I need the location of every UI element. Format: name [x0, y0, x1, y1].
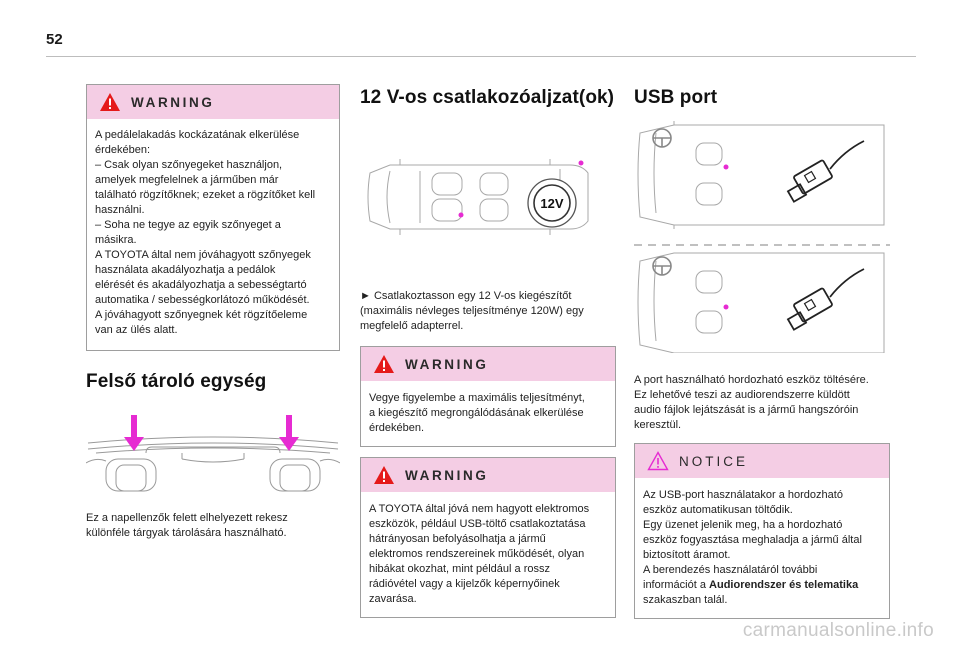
text-line: ► Csatlakoztasson egy 12 V-os kiegészítő… — [360, 290, 572, 302]
warning-triangle-icon — [100, 93, 120, 111]
location-dot-icon — [723, 164, 729, 170]
text-line: eszközök, például USB-töltő csatlakoztat… — [369, 518, 586, 530]
column-middle: 12 V-os csatlakozóaljzat(ok) 12V ► Csatl… — [360, 84, 616, 618]
socket-12v-label: 12V — [540, 196, 563, 211]
text-line: hibákat okozhat, mint például a rossz — [369, 563, 550, 575]
text-line: A port használható hordozható eszköz töl… — [634, 374, 869, 386]
text-line: másikra. — [95, 234, 137, 246]
warning-triangle-icon — [374, 466, 394, 484]
text-line: Az USB-port használatakor a hordozható — [643, 489, 843, 501]
top-rule — [46, 56, 916, 57]
arrow-icon — [124, 415, 299, 451]
text-line: van az ülés alatt. — [95, 324, 178, 336]
text-line: rádióvétel vagy a kijelzők képernyőinek — [369, 578, 560, 590]
usb-plug-icon — [786, 140, 865, 203]
text-line: elérését és akadályozhatja a sebességtar… — [95, 279, 307, 291]
steering-wheel-icon — [652, 256, 672, 276]
warning-body: A pedálelakadás kockázatának elkerülése … — [87, 119, 339, 350]
text-line: Ez a napellenzők felett elhelyezett reke… — [86, 512, 288, 524]
text-fragment: információt a — [643, 579, 710, 591]
usb-description: A port használható hordozható eszköz töl… — [634, 373, 890, 433]
warning-box-power: WARNING Vegye figyelembe a maximális tel… — [360, 346, 616, 447]
warning-box-mats: WARNING A pedálelakadás kockázatának elk… — [86, 84, 340, 351]
text-line: amelyek megfelelnek a járműben már — [95, 174, 279, 186]
text-line: Egy üzenet jelenik meg, ha a hordozható — [643, 519, 843, 531]
text-line: A jóváhagyott szőnyegnek két rögzítőelem… — [95, 309, 308, 321]
column-left: WARNING A pedálelakadás kockázatának elk… — [86, 84, 340, 541]
text-line: eszköz fogyasztása meghaladja a jármű ál… — [643, 534, 862, 546]
socket-location-illustration: 12V — [367, 159, 589, 235]
warning-header: WARNING — [87, 85, 339, 119]
steering-wheel-icon — [652, 128, 672, 148]
text-line: Vegye figyelembe a maximális teljesítmén… — [369, 392, 585, 404]
notice-triangle-icon — [647, 451, 669, 471]
text-line: A berendezés használatáról további — [643, 564, 818, 576]
text-line: információt a Audiorendszer és telematik… — [643, 578, 881, 593]
notice-title: NOTICE — [679, 453, 749, 469]
storage-description: Ez a napellenzők felett elhelyezett reke… — [86, 511, 340, 541]
notice-body: Az USB-port használatakor a hordozható e… — [635, 478, 889, 618]
section-reference: Audiorendszer és telematika — [709, 579, 859, 591]
warning-body: Vegye figyelembe a maximális teljesítmén… — [361, 381, 615, 446]
warning-header: WARNING — [361, 347, 615, 381]
text-line: különféle tárgyak tárolására használható… — [86, 527, 287, 539]
location-dot-icon — [458, 212, 464, 218]
text-line: – Soha ne tegye az egyik szőnyeget a — [95, 219, 281, 231]
text-line: érdekében: — [95, 144, 151, 156]
text-line: A TOYOTA által nem jóváhagyott szőnyegek — [95, 249, 311, 261]
text-line: automatika / sebességkorlátozó működését… — [95, 294, 310, 306]
socket-12v-icon: 12V — [527, 178, 577, 228]
socket-description: ► Csatlakoztasson egy 12 V-os kiegészítő… — [360, 289, 616, 334]
text-line: Ez lehetővé teszi az audiorendszerre kül… — [634, 389, 850, 401]
text-line: hátrányosan befolyásolhatja a jármű — [369, 533, 546, 545]
warning-triangle-icon — [374, 355, 394, 373]
text-line: audio fájlok lejátszását is a jármű hang… — [634, 404, 859, 416]
warning-box-electronics: WARNING A TOYOTA által jóvá nem hagyott … — [360, 457, 616, 618]
text-line: keresztül. — [634, 419, 682, 431]
warning-body: A TOYOTA által jóvá nem hagyott elektrom… — [361, 492, 615, 617]
text-line: a kiegészítő megrongálódásának elkerülés… — [369, 407, 584, 419]
text-line: használata akadályozhatja a pedálok — [95, 264, 276, 276]
warning-title: WARNING — [405, 467, 489, 483]
text-line: – Csak olyan szőnyegeket használjon, — [95, 159, 283, 171]
warning-title: WARNING — [131, 94, 215, 110]
text-line: biztosított áramot. — [643, 549, 731, 561]
text-line: megfelelő adapterrel. — [360, 320, 464, 332]
text-line: zavarása. — [369, 593, 417, 605]
text-line: eszköz automatikusan töltődik. — [643, 504, 793, 516]
watermark: carmanualsonline.info — [742, 620, 934, 641]
text-line: A pedálelakadás kockázatának elkerülése — [95, 129, 300, 141]
text-line: (maximális névleges teljesítménye 120W) … — [360, 305, 584, 317]
location-dot-icon — [723, 304, 729, 310]
page-number: 52 — [46, 31, 63, 48]
column-right: USB port — [634, 84, 890, 619]
text-line: A TOYOTA által jóvá nem hagyott elektrom… — [369, 503, 590, 515]
socket-heading: 12 V-os csatlakozóaljzat(ok) — [360, 87, 615, 108]
text-line: használni. — [95, 204, 145, 216]
storage-heading: Felső tároló egység — [86, 371, 267, 392]
usb-heading: USB port — [634, 87, 718, 108]
warning-title: WARNING — [405, 356, 489, 372]
location-dot-icon — [578, 160, 584, 166]
text-line: szakaszban talál. — [643, 594, 728, 606]
text-line: elektromos rendszereinek működését, olya… — [369, 548, 585, 560]
text-line: található rögzítőknek; ezeket a rögzítők… — [95, 189, 316, 201]
storage-compartment-illustration — [86, 415, 340, 492]
notice-header: NOTICE — [635, 444, 889, 478]
usb-plug-icon — [786, 268, 865, 331]
notice-box-usb: NOTICE Az USB-port használatakor a hordo… — [634, 443, 890, 619]
usb-location-illustration — [634, 121, 890, 353]
text-line: érdekében. — [369, 422, 425, 434]
warning-header: WARNING — [361, 458, 615, 492]
